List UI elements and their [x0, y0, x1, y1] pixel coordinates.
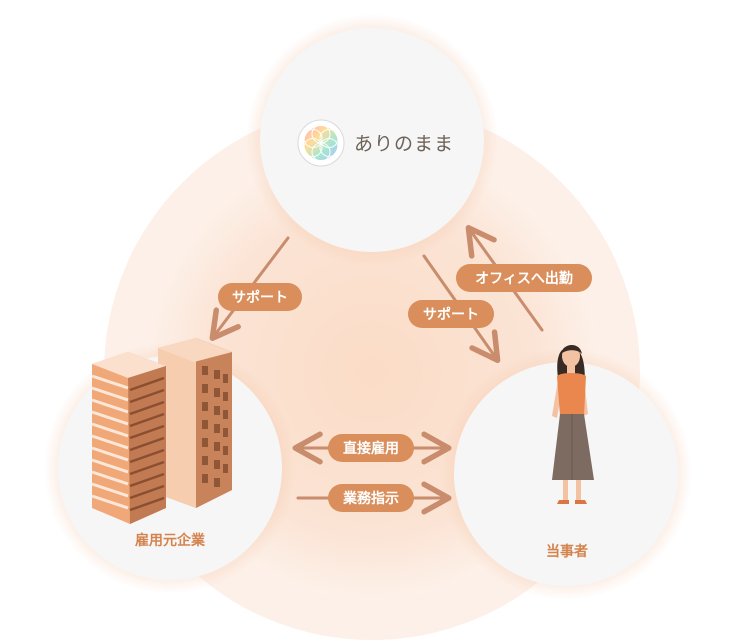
label-top-to-right-text: サポート — [423, 306, 479, 323]
label-top-to-left-text: サポート — [232, 289, 288, 306]
flower-of-life-logo-icon — [297, 119, 345, 167]
right-node-label: 当事者 — [546, 543, 588, 560]
left-node-label: 雇用元企業 — [135, 532, 206, 549]
standing-woman-icon — [552, 344, 594, 504]
label-mutual: 直接雇用 — [328, 434, 414, 462]
label-mutual-text: 直接雇用 — [343, 440, 399, 457]
label-left-to-right: 業務指示 — [328, 484, 414, 512]
office-buildings-icon — [91, 338, 232, 524]
label-top-to-right: サポート — [408, 300, 494, 328]
label-right-to-top: オフィスへ出勤 — [456, 264, 592, 292]
label-left-to-right-text: 業務指示 — [342, 490, 399, 507]
label-top-to-left: サポート — [218, 283, 302, 311]
brand-name: ありのまま — [354, 133, 454, 155]
label-right-to-top-text: オフィスへ出勤 — [475, 270, 573, 287]
top-node-circle — [260, 28, 484, 252]
